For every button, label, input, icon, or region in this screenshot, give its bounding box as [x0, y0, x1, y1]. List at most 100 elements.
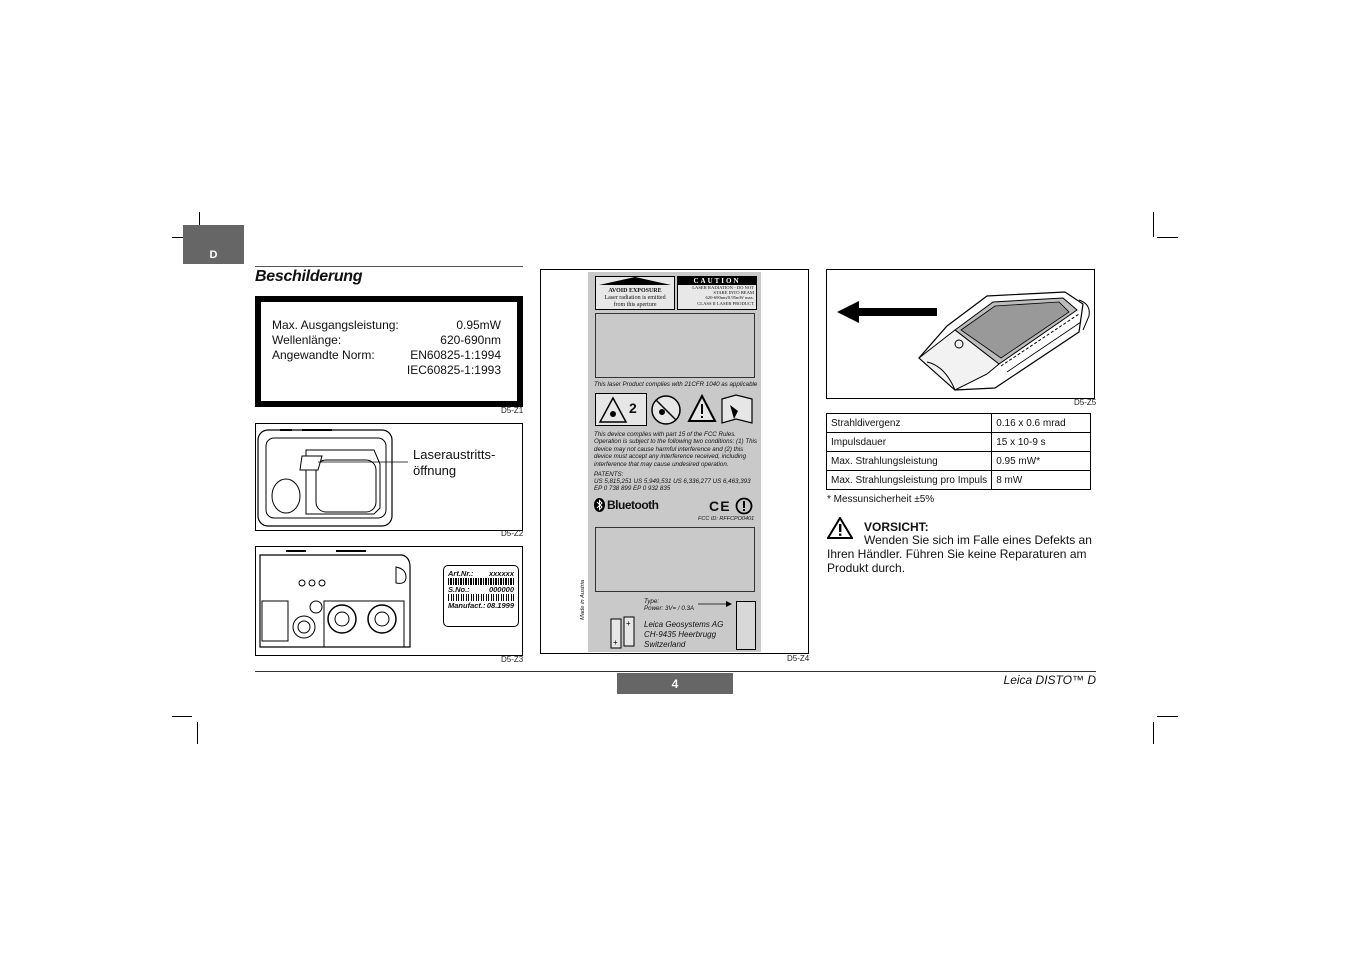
spec-row: Max. Ausgangsleistung: 0.95mW — [272, 318, 501, 333]
laser-exit-label: Laseraustritts- öffnung — [413, 447, 495, 479]
caution-label: CAUTION LASER RADIATION - DO NOT STARE I… — [677, 276, 757, 310]
ce-mark: C E — [709, 498, 730, 514]
company-line: CH-9435 Heerbrugg — [644, 630, 717, 639]
brand-footer: Leica DISTO™ D — [1003, 673, 1096, 687]
spec-value: 620-690nm — [440, 333, 501, 347]
type-line: Type: — [644, 598, 660, 605]
spec-value: 0.95mW — [456, 318, 501, 332]
laser-class-number: 2 — [629, 400, 637, 416]
aperture-window — [736, 601, 756, 650]
caution-line: LASER RADIATION - DO NOT — [692, 285, 754, 290]
device-label-panel: AVOID EXPOSURE Laser radiation is emitte… — [580, 272, 761, 652]
patents-line: US 5,815,251 US 5,949,531 US 6,336,277 U… — [594, 478, 751, 485]
arrow-right-icon — [698, 601, 732, 607]
spec-row: Wellenlänge: 620-690nm — [272, 333, 501, 348]
no-stare-icon — [651, 395, 681, 425]
blank-area — [595, 313, 755, 378]
read-manual-icon — [721, 394, 753, 424]
device-perspective-drawing — [837, 291, 1090, 391]
power-line: Power: 3V= / 0.3A — [644, 605, 695, 612]
s-no-row: S.No.: 000000 — [448, 585, 514, 594]
table-cell: Strahldivergenz — [825, 413, 993, 433]
chapter-tab-letter: D — [209, 249, 218, 261]
fcc-id: FCC ID: RFFCPO0401 — [698, 516, 755, 522]
spec-value: IEC60825-1:1993 — [406, 363, 501, 377]
warning-text: Wenden Sie sich im Falle eines Defekts a… — [827, 533, 1092, 575]
art-nr-row: Art.Nr.: xxxxxx — [448, 569, 514, 578]
beam-direction-figure — [826, 269, 1095, 399]
barcode — [448, 578, 514, 585]
crop-mark — [1157, 716, 1178, 717]
manufact-label: Manufact.: — [448, 601, 486, 610]
caution-title: CAUTION — [678, 277, 756, 285]
spec-row: IEC60825-1:1993 — [272, 363, 501, 378]
battery-icon: ++ — [610, 616, 635, 649]
laser-warning-icon — [598, 396, 628, 423]
chapter-tab: D — [183, 225, 244, 264]
warning-triangle-icon — [827, 517, 853, 539]
laser-exit-line2: öffnung — [413, 463, 457, 478]
bluetooth-text: Bluetooth — [607, 498, 659, 512]
device-back-drawing — [259, 550, 411, 648]
svg-text:+: + — [626, 619, 631, 628]
crop-mark — [197, 722, 198, 744]
table-cell: 15 x 10-9 s — [991, 432, 1092, 452]
table-cell: 8 mW — [991, 470, 1092, 490]
bluetooth-icon — [594, 498, 605, 512]
cfr-text: This laser Product complies with 21CFR 1… — [594, 381, 758, 388]
warning-title: VORSICHT: — [864, 520, 929, 534]
device-front-drawing — [257, 429, 408, 527]
crop-mark — [1153, 722, 1154, 744]
spec-label: Angewandte Norm: — [272, 348, 375, 362]
crop-mark — [199, 212, 200, 237]
made-in-text: Made in Austria — [580, 579, 586, 620]
manufact-value: 08.1999 — [486, 601, 514, 610]
crop-mark — [1153, 212, 1154, 237]
caution-line: CLASS II LASER PRODUCT — [697, 300, 754, 306]
spec-label: Wellenlänge: — [272, 333, 342, 347]
page-number: 4 — [617, 673, 733, 694]
table-cell: Max. Strahlungsleistung — [825, 451, 993, 471]
avoid-exposure-line: from this aperture — [613, 302, 657, 308]
s-no-value: 000000 — [488, 585, 514, 594]
triangle-icon — [599, 277, 671, 285]
laser-spec-box: Max. Ausgangsleistung: 0.95mW Wellenlänge… — [255, 296, 523, 407]
fcc-text: This device complies with part 15 of the… — [594, 431, 758, 468]
laser-exit-line1: Laseraustritts- — [413, 447, 496, 462]
avoid-exposure-line: Laser radiation is emitted — [604, 295, 666, 301]
laser-class-symbol: 2 — [595, 393, 647, 426]
section-rule — [255, 266, 523, 267]
caution-line: 620-690nm/0.95mW max. — [705, 295, 754, 301]
figure-label: D5-Z5 — [1074, 398, 1097, 407]
laser-exit-figure — [255, 423, 523, 531]
crop-mark — [1157, 237, 1178, 238]
art-nr-label: Art.Nr.: — [448, 569, 474, 578]
spec-label: Max. Ausgangsleistung: — [272, 318, 399, 332]
figure-label: D5-Z1 — [501, 406, 524, 415]
art-nr-value: xxxxxx — [488, 569, 514, 578]
crop-mark — [172, 716, 192, 717]
figure-label: D5-Z4 — [787, 654, 810, 663]
type-plate: Art.Nr.: xxxxxx S.No.: 000000 Manufact.:08… — [443, 565, 519, 627]
patents-line: EP 0 738 899 EP 0 932 835 — [594, 485, 671, 492]
company-line: Switzerland — [644, 640, 686, 649]
s-no-label: S.No.: — [448, 585, 470, 594]
type-label-figure: Art.Nr.: xxxxxx S.No.: 000000 Manufact.:08… — [255, 546, 523, 656]
avoid-exposure-label: AVOID EXPOSURE Laser radiation is emitte… — [595, 276, 675, 310]
bluetooth-logo: Bluetooth — [594, 498, 659, 512]
manufact-row: Manufact.:08.1999 — [448, 601, 514, 610]
figure-label: D5-Z3 — [501, 655, 524, 664]
spec-row: Angewandte Norm: EN60825-1:1994 — [272, 348, 501, 363]
spec-value: EN60825-1:1994 — [410, 348, 501, 362]
table-cell: 0.16 x 0.6 mrad — [991, 413, 1092, 433]
section-title: Beschilderung — [255, 268, 363, 285]
table-cell: Impulsdauer — [825, 432, 993, 452]
patents-title: PATENTS: — [594, 471, 624, 478]
blank-area — [595, 527, 755, 592]
table-cell: 0.95 mW* — [991, 451, 1092, 471]
